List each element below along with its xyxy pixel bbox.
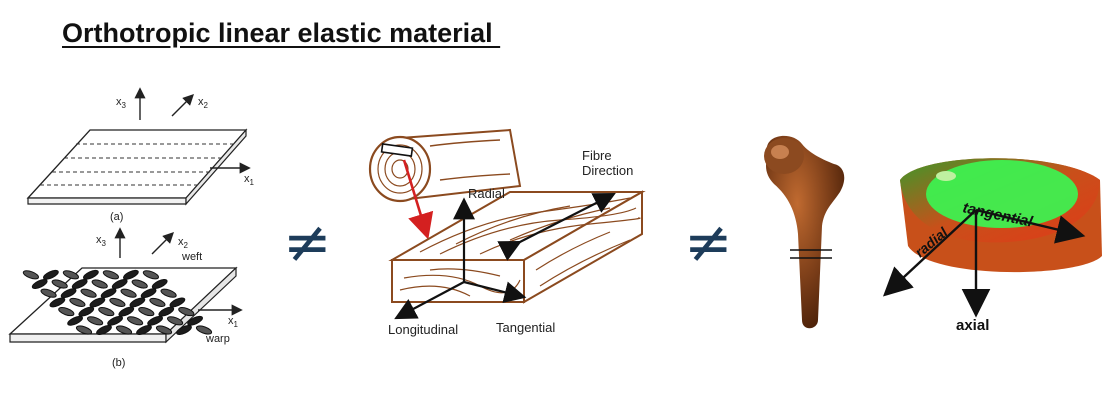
fibre-label: Fibre [582, 148, 612, 163]
composite-diagram: x3 x2 x1 (a) x3 x2 weft x1 warp (b) [8, 87, 255, 369]
fibre-direction-arrow [497, 192, 616, 261]
direction-label: Direction [582, 163, 633, 178]
tangential-axis-arrow-bone [975, 208, 1086, 244]
not-equal-symbol-2: ≠ [684, 208, 733, 276]
x1-label-a: x1 [244, 173, 255, 187]
bone-diagram: tangential radial axial [764, 135, 1102, 334]
log-illustration [368, 128, 522, 203]
x3-label-b: x3 [96, 234, 107, 248]
bone-cross-section-image [900, 158, 1102, 273]
woven-fabric [8, 266, 238, 344]
radial-axis-arrow-bone [882, 209, 977, 297]
femur-bone-image [764, 135, 845, 329]
radial-label: Radial [468, 186, 505, 201]
weft-label: weft [181, 251, 202, 263]
slide-title: Orthotropic linear elastic material [62, 18, 501, 48]
x2-label-a: x2 [198, 96, 209, 110]
longitudinal-label: Longitudinal [388, 322, 458, 337]
caption-b: (b) [112, 357, 125, 369]
x1-label-b: x1 [228, 315, 239, 329]
axial-label-bone: axial [956, 317, 989, 334]
warp-label: warp [205, 333, 230, 345]
x2-axis-arrow-b [151, 232, 174, 255]
wood-board [388, 190, 646, 304]
x2-label-b: x2 [178, 236, 189, 250]
not-equal-symbol-1: ≠ [283, 208, 332, 276]
laminate-plate [26, 128, 248, 206]
longitudinal-axis-arrow [394, 281, 465, 320]
tangential-label: Tangential [496, 320, 555, 335]
tangential-axis-arrow [463, 280, 527, 303]
caption-a: (a) [110, 211, 123, 223]
wood-diagram: Radial Fibre Direction Longitudinal Tang… [368, 128, 646, 337]
extraction-arrow [402, 159, 434, 240]
x3-label-a: x3 [116, 96, 127, 110]
x2-axis-arrow-a [171, 94, 194, 117]
